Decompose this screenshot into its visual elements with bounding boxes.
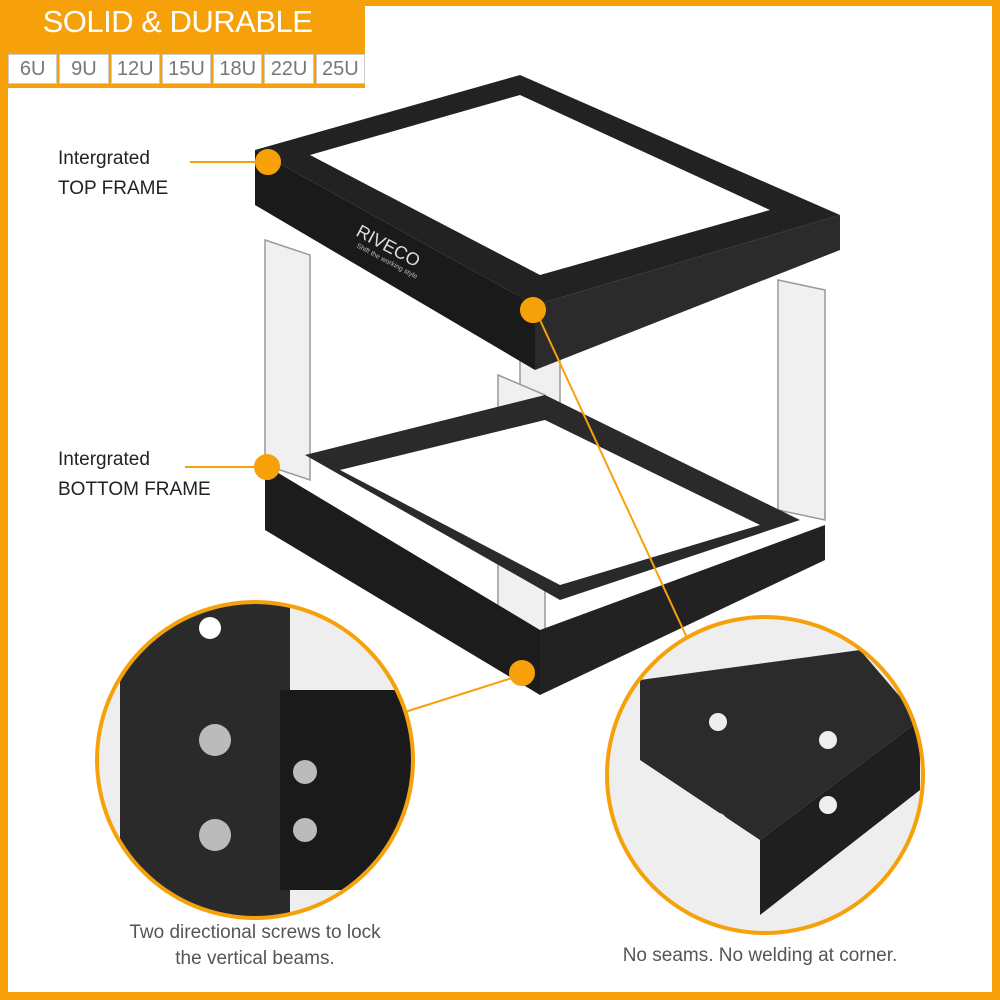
screw-icon bbox=[199, 819, 231, 851]
screw-icon bbox=[293, 818, 317, 842]
corner-detail-inset bbox=[605, 615, 925, 935]
caption-line: Two directional screws to lock bbox=[129, 922, 381, 943]
callouts bbox=[185, 149, 689, 713]
caption-line: the vertical beams. bbox=[175, 948, 335, 969]
size-option: 22U bbox=[264, 54, 314, 84]
size-option: 12U bbox=[110, 54, 160, 84]
arrow-screw bbox=[404, 677, 513, 713]
bottom-frame-label: Intergrated BOTTOM FRAME bbox=[58, 445, 211, 505]
size-options: 6U 9U 12U 15U 18U 22U 25U bbox=[8, 52, 365, 88]
label-line: BOTTOM FRAME bbox=[58, 479, 211, 500]
screw-detail-inset bbox=[95, 600, 415, 920]
size-option: 15U bbox=[161, 54, 212, 84]
title-banner: SOLID & DURABLE bbox=[0, 0, 365, 52]
corner-caption: No seams. No welding at corner. bbox=[622, 945, 898, 966]
callout-dot-top bbox=[255, 149, 281, 175]
callout-dot-corner bbox=[520, 297, 546, 323]
screw-caption: Two directional screws to lock the verti… bbox=[90, 920, 420, 972]
size-option: 18U bbox=[213, 54, 263, 84]
screw-icon bbox=[293, 760, 317, 784]
arrow-corner bbox=[539, 319, 689, 641]
callout-dot-screw bbox=[509, 660, 535, 686]
top-frame-label: Intergrated TOP FRAME bbox=[58, 144, 168, 204]
size-option: 6U bbox=[8, 54, 58, 84]
size-option: 9U bbox=[59, 54, 109, 84]
bottom-frame bbox=[265, 395, 825, 695]
label-line: Intergrated bbox=[58, 148, 150, 169]
size-option: 25U bbox=[315, 54, 365, 84]
screw-icon bbox=[199, 724, 231, 756]
banner-title: SOLID & DURABLE bbox=[42, 4, 313, 39]
top-frame: RIVECO Shift the working style bbox=[255, 75, 840, 370]
label-line: Intergrated bbox=[58, 449, 150, 470]
callout-dot-bottom bbox=[254, 454, 280, 480]
label-line: TOP FRAME bbox=[58, 178, 169, 199]
